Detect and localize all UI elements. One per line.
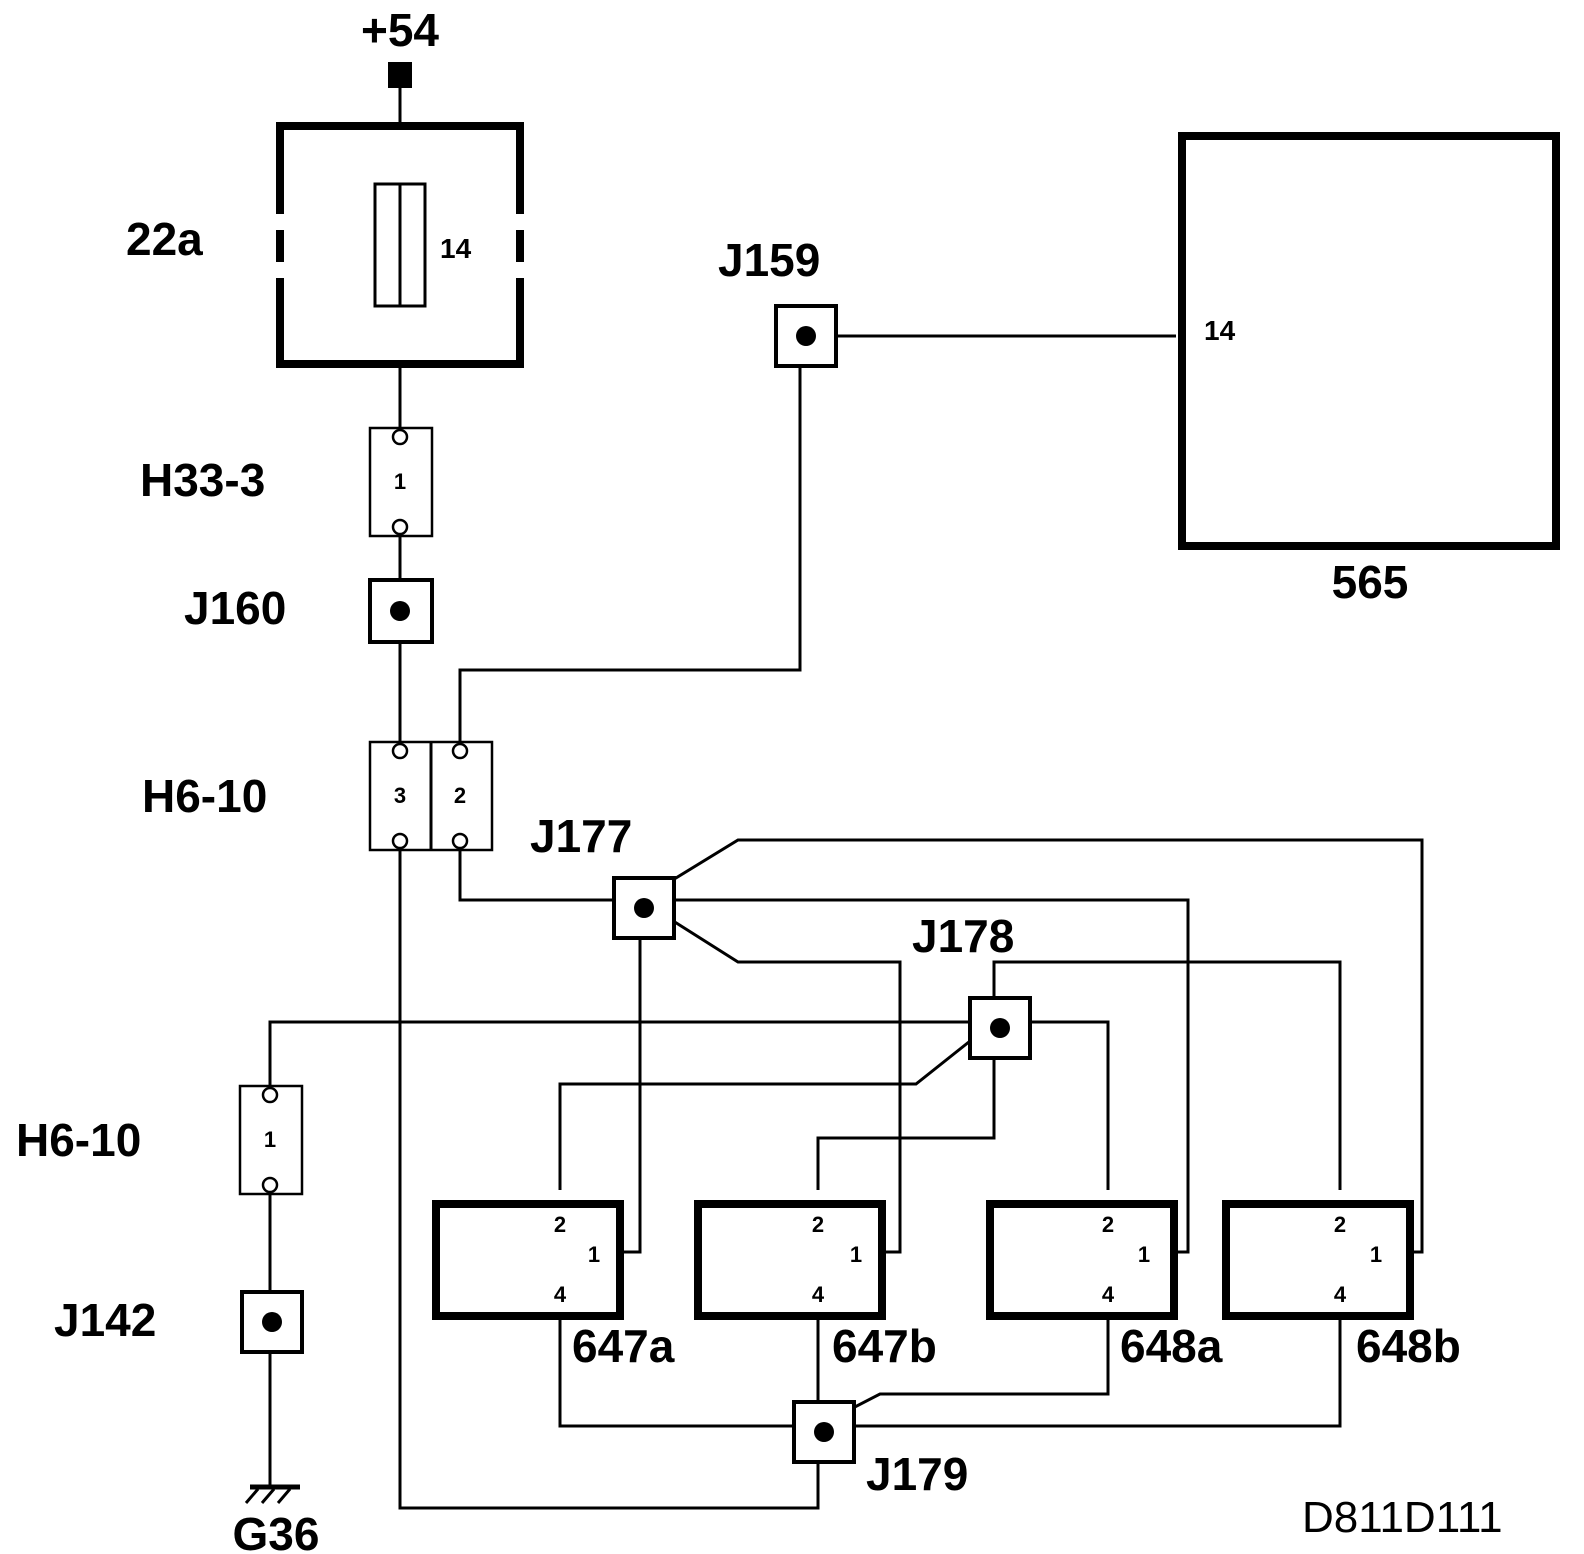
relay-648a-label: 648a <box>1120 1320 1223 1372</box>
relay-647a: 2 1 4 647a <box>432 1200 675 1372</box>
junction-j159: J159 <box>718 234 838 368</box>
ground-hatch-icon <box>260 1488 276 1504</box>
relay-pin4: 4 <box>1102 1282 1115 1307</box>
connector-h6-top-pin-a: 3 <box>394 783 406 808</box>
supply-square-icon <box>388 62 412 88</box>
junction-j142: J142 <box>54 1290 304 1354</box>
junction-j142-label: J142 <box>54 1294 156 1346</box>
relay-pin2: 2 <box>554 1212 566 1237</box>
junction-j178-label: J178 <box>912 910 1014 962</box>
wire-j178-to-647b-pin2 <box>816 1022 996 1190</box>
relay-pin1: 1 <box>1138 1242 1150 1267</box>
junction-j160-label: J160 <box>184 582 286 634</box>
relay-647b-label: 647b <box>832 1320 937 1372</box>
wire-j178-to-h6-bottom <box>268 1020 994 1088</box>
ground-hatch-icon <box>276 1488 292 1504</box>
supply-terminal: +54 <box>361 4 439 88</box>
connector-h33-label: H33-3 <box>140 454 265 506</box>
relay-pin4: 4 <box>812 1282 825 1307</box>
fuse-box-frame <box>276 122 524 368</box>
relay-647b-box <box>694 1200 886 1320</box>
wire-j178-to-648b-pin2 <box>992 960 1342 1190</box>
connector-pin-hole-icon <box>391 742 409 760</box>
module-pin-label: 14 <box>1204 315 1236 346</box>
relay-pin2: 2 <box>812 1212 824 1237</box>
wire-j159-to-h6-pin2 <box>458 336 802 744</box>
relay-pin4: 4 <box>554 1282 567 1307</box>
relay-pin4: 4 <box>1334 1282 1347 1307</box>
relay-pin1: 1 <box>1370 1242 1382 1267</box>
connector-h6-bottom: 1 H6-10 <box>16 1084 304 1196</box>
connector-pin-hole-icon <box>261 1176 279 1194</box>
connector-h6-top-pin-b: 2 <box>454 783 466 808</box>
relay-648a: 2 1 4 648a <box>986 1200 1223 1372</box>
wire-h6-pin3-to-j179 <box>398 836 820 1510</box>
junction-dot-icon <box>814 1422 834 1442</box>
relay-647a-label: 647a <box>572 1320 675 1372</box>
connector-h6-bottom-pin: 1 <box>264 1127 276 1152</box>
relay-647a-box <box>432 1200 624 1320</box>
relay-pin1: 1 <box>850 1242 862 1267</box>
relay-648b-label: 648b <box>1356 1320 1461 1372</box>
supply-label: +54 <box>361 4 439 56</box>
connector-h6-top-label: H6-10 <box>142 770 267 822</box>
junction-dot-icon <box>390 601 410 621</box>
junction-j159-label: J159 <box>718 234 820 286</box>
wire-h6-pin2-to-j177 <box>458 836 640 902</box>
fuse-label: 22a <box>126 213 203 265</box>
junction-dot-icon <box>990 1018 1010 1038</box>
fuse-box: 22a 14 <box>126 122 524 368</box>
ground-symbol: G36 <box>233 1484 320 1554</box>
ground-hatch-icon <box>244 1488 260 1504</box>
wire-j177-to-647b-pin1 <box>639 898 902 1254</box>
connector-pin-hole-icon <box>391 832 409 850</box>
wire-j178-to-647a-pin2 <box>558 1020 995 1190</box>
module-label: 565 <box>1332 556 1409 608</box>
junction-j179-label: J179 <box>866 1448 968 1500</box>
ground-label: G36 <box>233 1508 320 1554</box>
relay-pin2: 2 <box>1334 1212 1346 1237</box>
wire-j177-to-647a-pin1 <box>616 900 642 1254</box>
connector-h33: 1 H33-3 <box>140 426 434 538</box>
relay-648b: 2 1 4 648b <box>1222 1200 1461 1372</box>
connector-h33-body <box>368 426 434 538</box>
junction-dot-icon <box>796 326 816 346</box>
wire-j177-to-648b-pin1 <box>639 838 1424 1254</box>
junction-j160: J160 <box>184 578 434 644</box>
diagram-code: D811D111 <box>1302 1493 1503 1542</box>
relay-648a-box <box>986 1200 1178 1320</box>
connector-pin-hole-icon <box>451 742 469 760</box>
module-565: 14 565 <box>1178 132 1560 608</box>
junction-j178-box <box>968 996 1032 1060</box>
junction-j178: J178 <box>912 910 1032 1060</box>
junction-dot-icon <box>634 898 654 918</box>
relay-648b-box <box>1222 1200 1414 1320</box>
junction-j177-label: J177 <box>530 810 632 862</box>
module-565-box <box>1178 132 1560 550</box>
connector-h6-bottom-body <box>238 1084 304 1196</box>
wire-648b-pin4-to-j179 <box>818 1310 1342 1428</box>
connector-h6-top: 3 2 H6-10 <box>142 740 494 852</box>
junction-j177: J177 <box>530 810 676 940</box>
wire-647a-pin4-to-j179 <box>558 1310 818 1428</box>
relay-pin2: 2 <box>1102 1212 1114 1237</box>
relay-pin1: 1 <box>588 1242 600 1267</box>
relay-647b: 2 1 4 647b <box>694 1200 937 1372</box>
connector-h6-bottom-label: H6-10 <box>16 1114 141 1166</box>
connector-h33-pin: 1 <box>394 469 406 494</box>
connector-pin-hole-icon <box>261 1086 279 1104</box>
connector-pin-hole-icon <box>451 832 469 850</box>
junction-dot-icon <box>262 1312 282 1332</box>
connector-pin-hole-icon <box>391 428 409 446</box>
junction-j179: J179 <box>792 1400 968 1500</box>
connector-pin-hole-icon <box>391 518 409 536</box>
fuse-pin-label: 14 <box>440 233 472 264</box>
